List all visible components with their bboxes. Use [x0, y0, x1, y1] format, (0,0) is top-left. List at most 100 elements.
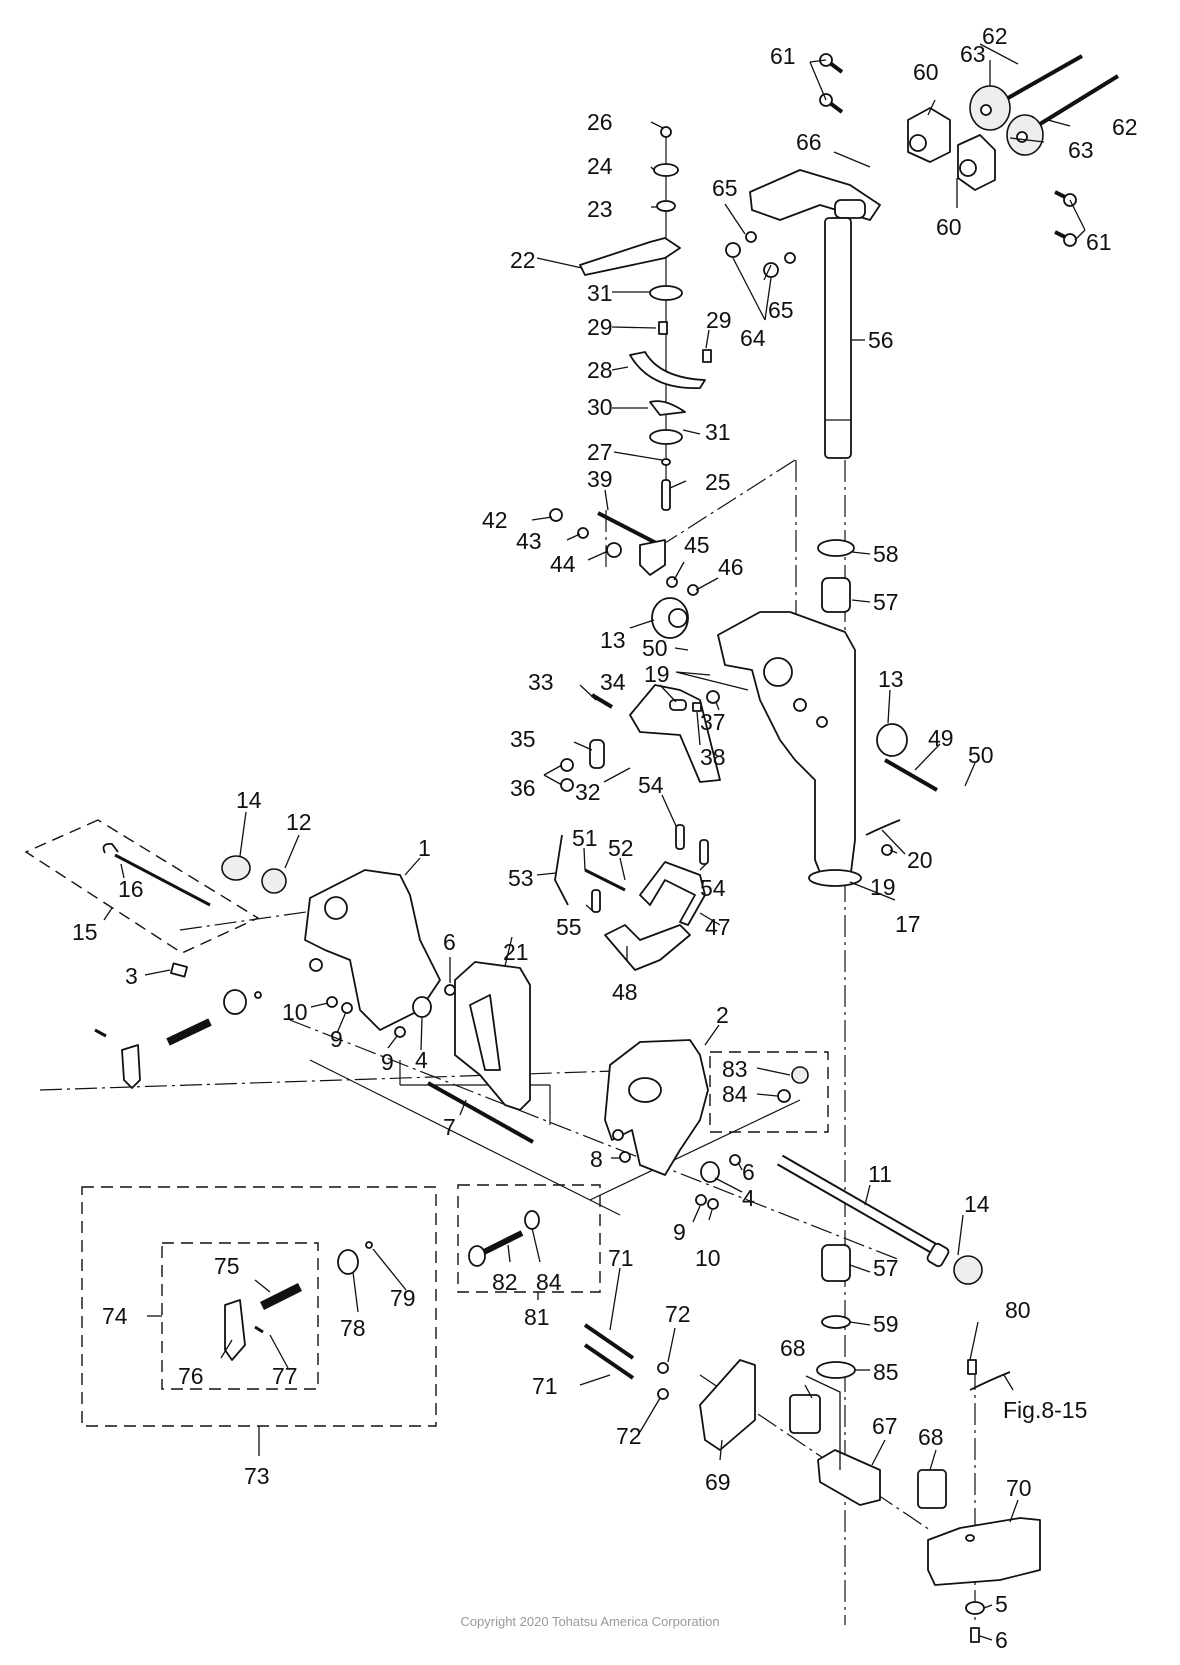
- callout-labels: 61 62 63 60 62 63 66 65 60 61 65 64 56 2…: [72, 23, 1138, 1653]
- callout-72: 72: [665, 1301, 691, 1327]
- lock-plate-48: [604, 924, 691, 971]
- callout-52: 52: [608, 835, 634, 861]
- washer-78: [337, 1249, 359, 1275]
- callout-58: 58: [873, 541, 899, 567]
- callout-65: 65: [768, 297, 794, 323]
- callout-15: 15: [72, 919, 98, 945]
- callout-6: 6: [995, 1627, 1008, 1653]
- callout-19: 19: [870, 874, 896, 900]
- callout-11: 11: [868, 1161, 892, 1187]
- stopper-69: [699, 1359, 756, 1451]
- callout-75: 75: [214, 1253, 240, 1279]
- small-nuts-9-10-4-6: [326, 984, 456, 1038]
- callout-56: 56: [868, 327, 894, 353]
- bushing-57-lower: [821, 1244, 851, 1282]
- callout-21: 21: [503, 939, 529, 965]
- small-fasteners-42-46: [549, 508, 699, 596]
- ground-wire-fig-8-15: [969, 1371, 1011, 1391]
- bushing-13-right: [876, 723, 908, 757]
- callout-35: 35: [510, 726, 536, 752]
- callout-80: 80: [1005, 1297, 1031, 1323]
- callout-73: 73: [244, 1463, 270, 1489]
- washer-5: [965, 1601, 985, 1615]
- spring-53: [554, 834, 569, 906]
- callout-42: 42: [482, 507, 508, 533]
- callout-17: 17: [895, 911, 921, 937]
- thrust-rod-holder-21: [454, 961, 531, 1111]
- pin-75: [259, 1282, 303, 1311]
- callout-10: 10: [282, 999, 308, 1025]
- pin-49: [884, 758, 938, 792]
- stern-bracket-2: [604, 1039, 709, 1176]
- callout-12: 12: [286, 809, 312, 835]
- collar-63-upper: [969, 85, 1011, 131]
- callout-82: 82: [492, 1269, 518, 1295]
- callout-45: 45: [684, 532, 710, 558]
- callout-38: 38: [700, 744, 726, 770]
- callout-83: 83: [722, 1056, 748, 1082]
- callout-60: 60: [936, 214, 962, 240]
- callout-24: 24: [587, 153, 613, 179]
- bushing-58-57: [817, 539, 855, 613]
- bolt-62-lower: [1038, 74, 1120, 126]
- bolt-62-upper: [1007, 54, 1083, 100]
- collar-14-right: [953, 1255, 983, 1285]
- bushing-13-left: [651, 597, 689, 639]
- clip-79: [365, 1241, 373, 1249]
- callout-39: 39: [587, 466, 613, 492]
- stopper-67: [817, 1449, 881, 1506]
- callout-63: 63: [960, 41, 986, 67]
- callout-78: 78: [340, 1315, 366, 1341]
- callout-61: 61: [1086, 229, 1112, 255]
- callout-54: 54: [638, 772, 664, 798]
- bolt-6-bottom: [970, 1627, 980, 1643]
- callout-68: 68: [780, 1335, 806, 1361]
- callout-50: 50: [642, 635, 668, 661]
- fig-8-15-reference: Fig.8-15: [1003, 1397, 1087, 1423]
- callout-28: 28: [587, 357, 613, 383]
- callout-85: 85: [873, 1359, 899, 1385]
- washers-72: [657, 1362, 669, 1400]
- ground-wire-20: [865, 819, 901, 856]
- callout-62: 62: [982, 23, 1008, 49]
- callout-65: 65: [712, 175, 738, 201]
- callout-72: 72: [616, 1423, 642, 1449]
- callout-55: 55: [556, 914, 582, 940]
- callout-37: 37: [700, 709, 726, 735]
- friction-stack: [579, 126, 712, 511]
- callout-68: 68: [918, 1424, 944, 1450]
- washer-84-lower: [524, 1210, 540, 1230]
- group-box-83-84: [709, 1051, 829, 1133]
- callout-81: 81: [524, 1304, 550, 1330]
- callout-70: 70: [1006, 1475, 1032, 1501]
- callout-74: 74: [102, 1303, 128, 1329]
- steering-bracket-66: [749, 169, 881, 221]
- callout-4: 4: [415, 1047, 428, 1073]
- callout-36: 36: [510, 775, 536, 801]
- stopper-70: [927, 1517, 1041, 1586]
- steering-handle-56: [824, 217, 852, 459]
- callout-30: 30: [587, 394, 613, 420]
- group-box-15: [24, 819, 260, 954]
- bolts-36: [560, 758, 574, 792]
- small-parts-8-4-6-9-10-right: [619, 1151, 741, 1210]
- callout-67: 67: [872, 1413, 898, 1439]
- swivel-bracket-17: [717, 611, 862, 887]
- callout-46: 46: [718, 554, 744, 580]
- callout-61: 61: [770, 43, 796, 69]
- collar-63-lower: [1006, 114, 1044, 156]
- shift-lever-39: [597, 511, 666, 576]
- callout-32: 32: [575, 779, 601, 805]
- nut-12: [261, 868, 287, 894]
- callout-48: 48: [612, 979, 638, 1005]
- leader-lines: [103, 43, 1086, 1641]
- callout-9: 9: [381, 1049, 394, 1075]
- callout-79: 79: [390, 1285, 416, 1311]
- callout-31: 31: [705, 419, 731, 445]
- callout-9: 9: [330, 1026, 343, 1052]
- callout-66: 66: [796, 129, 822, 155]
- plate-35: [589, 739, 605, 769]
- callout-63: 63: [1068, 137, 1094, 163]
- mount-rubber-60-lower: [957, 134, 996, 191]
- callout-13: 13: [600, 627, 626, 653]
